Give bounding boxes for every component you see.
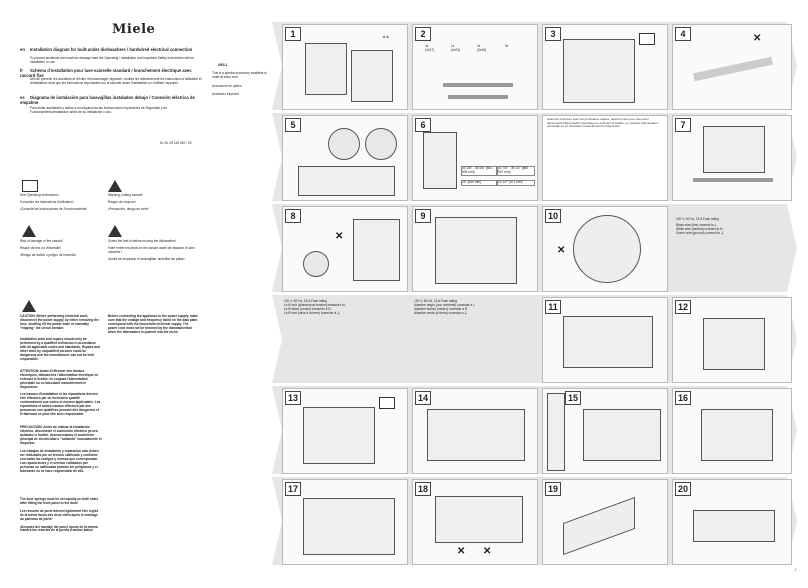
accessory-es: Accesorio especial (212, 92, 239, 96)
step-number: 6 (415, 118, 431, 132)
step-number: 14 (415, 391, 431, 405)
dimension-4: 22 1/2" (571 mm) (497, 180, 535, 186)
part-qty-1: 4x(4x27) (425, 44, 435, 52)
accessory-fr: Accessoire en option (212, 84, 242, 88)
ubs-label: UBS-1 (218, 63, 228, 67)
subtitle-en: To prevent accidents and machine damage … (30, 56, 194, 64)
step-12-panel: 12 (672, 297, 792, 383)
part-qty-4: 5x (505, 44, 509, 48)
document-number: M.-Nr. 09 115 620 / 00 (160, 141, 192, 145)
wiring-es: 120 V, 60 Hz, 15 A Fuse rating Alambre n… (414, 299, 475, 315)
feet-count: x 4 (383, 34, 389, 39)
book-icon (22, 180, 38, 192)
part-qty-3: 2x(4x16) (477, 44, 487, 52)
cross-icon: ✕ (753, 33, 762, 44)
step-number: 9 (415, 209, 431, 223)
step-6-panel: 6 33 1/8" - 35 5/8" (841 - 905 mm) 33 7/… (412, 115, 538, 201)
step-number: 18 (415, 482, 431, 496)
step-number: 3 (545, 27, 561, 41)
step-13-panel: 13 (282, 388, 408, 474)
step-10-panel: 10 ✕ (542, 206, 668, 292)
step-number: 5 (285, 118, 301, 132)
step-number: 20 (675, 482, 691, 496)
dimension-1: 33 1/8" - 35 5/8" (841 - 905 mm) (461, 166, 497, 176)
step-1-panel: 1 x 4 (282, 24, 408, 110)
book-icon (639, 33, 655, 45)
step-number: 12 (675, 300, 691, 314)
caution-es-title: PRECAUCIÓN: Antes de realizar la instala… (20, 425, 102, 445)
step-9-panel: 9 (412, 206, 538, 292)
step-7-panel: 7 (672, 115, 792, 201)
step-19-panel: 19 (542, 479, 668, 565)
step-20-panel: 20 (672, 479, 792, 565)
caution-en-body: Installation work and repairs should onl… (20, 337, 101, 361)
step-number: 4 (675, 27, 691, 41)
caution-fr-title: ATTENTION: Avant d'effectuer des travaux… (20, 369, 99, 389)
wiring-panel: 120 V, 60 Hz, 15 A Fuse rating Black wir… (676, 217, 725, 235)
caution-en-right: Before connecting the appliance to the p… (108, 314, 198, 334)
step-3-panel: 3 (542, 24, 668, 110)
step-16-panel: 16 (672, 388, 792, 474)
caution-en-title: CAUTION: Before performing electrical wo… (20, 314, 99, 330)
step-number: 8 (285, 209, 301, 223)
step-number: 17 (285, 482, 301, 496)
subtitle-fr: Afin de prévenir les accidents et d'évit… (30, 77, 202, 85)
caution-es-body: Los trabajos de instalación y reparación… (20, 449, 99, 473)
step-number: 7 (675, 118, 691, 132)
step-5-panel: 5 (282, 115, 408, 201)
ubs-note: This is a special accessory available to… (212, 71, 267, 79)
cutting-warning-icon (108, 180, 122, 192)
step-17-panel: 17 (282, 479, 408, 565)
feet-warning-icon (108, 225, 122, 237)
step-number: 10 (545, 209, 561, 223)
caution-fr-body: Les travaux d'installation et les répara… (20, 392, 101, 416)
checkmark-icon: ✓ (794, 567, 798, 572)
cross-icon: ✕ (483, 546, 492, 557)
step-number: 1 (285, 27, 301, 41)
dimension-3: 24" (610 mm) (461, 180, 497, 186)
note-1: See Operating Instructions!Consultez les… (20, 193, 88, 211)
miele-logo: Miele (112, 22, 156, 37)
step-8-panel: 8 ✕ (282, 206, 408, 292)
subtitle-es: Para evitar accidentes y daños a la máqu… (30, 106, 167, 114)
step-number: 16 (675, 391, 691, 405)
step-14-panel: 14 (412, 388, 538, 474)
door-note: The door springs must be set equally on … (20, 497, 99, 533)
step-4-panel: 4 ✕ (672, 24, 792, 110)
dimension-2: 33 7/8" - 36 1/2" (860 - 927 mm) (497, 166, 535, 176)
step-number: 19 (545, 482, 561, 496)
step-number: 15 (565, 391, 581, 405)
part-qty-2: 1x(4x23) (451, 44, 461, 52)
book-icon (379, 397, 395, 409)
step-15-panel: 15 (542, 388, 668, 474)
step-number: 13 (285, 391, 301, 405)
cross-icon: ✕ (557, 245, 566, 256)
wiring-intro: Avant de continuer avec les prochaines é… (547, 117, 659, 129)
wiring-fr: 120 V, 60 Hz, 15 A Fuse rating Le fil no… (284, 299, 347, 315)
cross-icon: ✕ (335, 231, 344, 242)
fire-warning-icon (22, 225, 36, 237)
step-number: 11 (545, 300, 561, 314)
step-2-panel: 2 4x(4x27) 1x(4x23) 2x(4x16) 5x (412, 24, 538, 110)
note-4: Screw the feet in before moving the dish… (108, 239, 196, 261)
step-11-panel: 11 (542, 297, 668, 383)
step-number: 2 (415, 27, 431, 41)
caution-icon (22, 300, 36, 312)
step-text-panel: Avant de continuer avec les prochaines é… (542, 115, 668, 201)
note-2: Warning, cutting hazard!Risque de coupur… (108, 193, 149, 211)
cross-icon: ✕ (457, 546, 466, 557)
note-3: Risk of damage or fire hazard!Risque de … (20, 239, 77, 257)
step-18-panel: 18 ✕ ✕ (412, 479, 538, 565)
